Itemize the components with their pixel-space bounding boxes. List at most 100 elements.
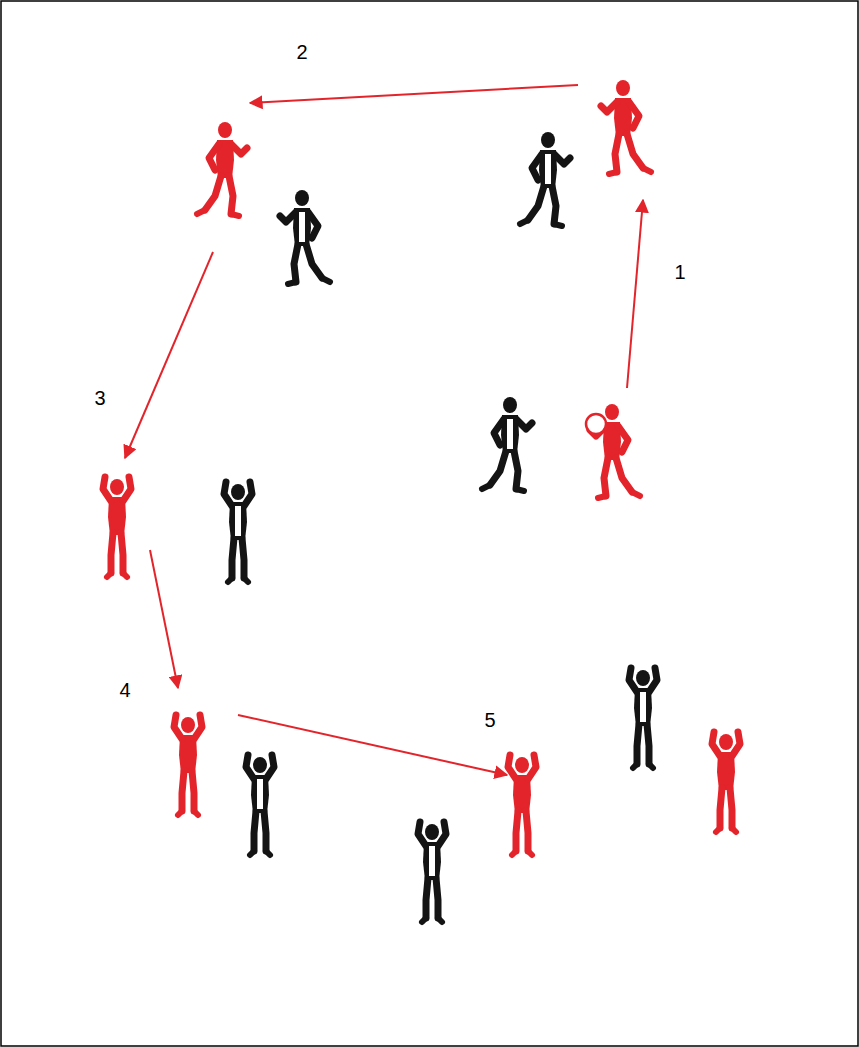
limb	[418, 822, 426, 846]
limb	[649, 668, 657, 692]
head	[218, 122, 232, 138]
limb	[322, 278, 330, 282]
limb	[422, 918, 426, 922]
defender-figure	[629, 668, 657, 768]
head	[636, 670, 650, 686]
head	[605, 404, 619, 420]
limb	[490, 451, 506, 485]
limb	[197, 210, 205, 214]
pass-arrow	[627, 200, 643, 388]
limb	[494, 419, 504, 445]
limb	[205, 176, 221, 210]
head	[425, 824, 439, 840]
limb	[103, 477, 111, 501]
head	[110, 479, 124, 495]
limb	[649, 764, 653, 768]
limb	[528, 851, 532, 855]
limb	[516, 419, 532, 429]
shirt-detail	[507, 419, 513, 449]
pass-arrow	[125, 252, 213, 458]
limb	[720, 788, 722, 828]
limb	[228, 578, 232, 582]
limb	[182, 771, 184, 811]
shirt-detail	[235, 506, 241, 536]
limb	[514, 451, 518, 489]
attacker-figure	[174, 715, 202, 815]
limb	[609, 172, 617, 174]
shirt-detail	[545, 154, 551, 184]
callout-number: 5	[484, 710, 495, 730]
limb	[266, 851, 270, 855]
limb	[554, 224, 562, 226]
limb	[107, 573, 111, 577]
head	[295, 190, 309, 206]
limb	[246, 755, 254, 779]
limb	[123, 573, 127, 577]
limb	[242, 538, 244, 578]
attacker-figure	[197, 122, 247, 216]
shirt-detail	[257, 779, 263, 809]
limb	[254, 811, 256, 851]
limb	[194, 811, 198, 815]
limb	[426, 878, 428, 918]
limb	[526, 811, 528, 851]
limb	[520, 220, 528, 224]
defender-figure	[418, 822, 446, 922]
callout-number: 1	[674, 262, 685, 282]
pass-arrow	[150, 550, 178, 688]
limb	[174, 715, 182, 739]
limb	[280, 212, 296, 222]
limb	[616, 458, 632, 492]
limb	[288, 282, 296, 284]
limb	[229, 176, 233, 214]
limb	[627, 134, 643, 168]
limb	[532, 154, 542, 180]
limb	[730, 788, 732, 828]
limb	[512, 851, 516, 855]
callout-number: 2	[296, 42, 307, 62]
callout-number: 3	[94, 388, 105, 408]
head	[181, 717, 195, 733]
attacker-figure	[601, 80, 651, 174]
head	[253, 757, 267, 773]
limb	[482, 485, 490, 489]
limb	[732, 828, 736, 832]
limb	[436, 878, 438, 918]
limb	[209, 144, 219, 170]
limb	[194, 715, 202, 739]
limb	[716, 828, 720, 832]
limb	[601, 102, 617, 112]
limb	[629, 102, 639, 128]
limb	[123, 477, 131, 501]
attacker-figure	[103, 477, 131, 577]
limb	[244, 578, 248, 582]
defender-figure	[482, 397, 532, 491]
defender-figure	[520, 132, 570, 226]
head	[503, 397, 517, 413]
limb	[632, 492, 640, 496]
head	[541, 132, 555, 148]
head	[719, 734, 733, 750]
limb	[528, 186, 544, 220]
pass-arrow	[250, 85, 578, 103]
limb	[306, 244, 322, 278]
limb	[712, 732, 720, 756]
limb	[266, 755, 274, 779]
limb	[224, 482, 232, 506]
limb	[637, 724, 639, 764]
limb	[111, 533, 113, 573]
limb	[244, 482, 252, 506]
limb	[231, 144, 247, 154]
ball	[586, 414, 606, 434]
limb	[192, 771, 194, 811]
limb	[618, 426, 628, 452]
limb	[438, 822, 446, 846]
limb	[732, 732, 740, 756]
limb	[633, 764, 637, 768]
limb	[178, 811, 182, 815]
limb	[308, 212, 318, 238]
head	[231, 484, 245, 500]
